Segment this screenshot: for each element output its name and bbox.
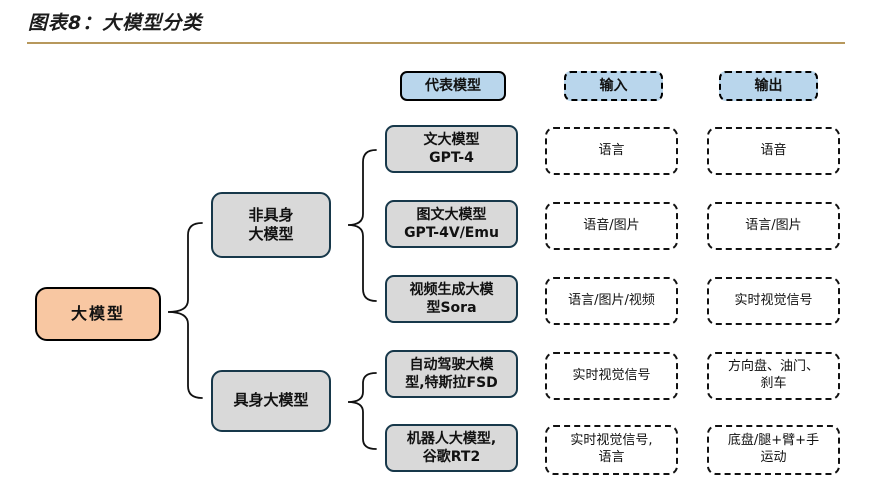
model-node-robot-rt2: 机器人大模型, 谷歌RT2 (385, 424, 518, 472)
output-box-row2: 语言/图片 (707, 202, 840, 250)
input-box-row1: 语言 (545, 127, 678, 175)
input-box-row4: 实时视觉信号 (545, 352, 678, 400)
model-node-image-text: 图文大模型 GPT-4V/Emu (385, 200, 518, 248)
input-box-row5: 实时视觉信号, 语言 (545, 425, 678, 475)
category-embodied: 具身大模型 (211, 370, 331, 432)
output-box-row1: 语音 (707, 127, 840, 175)
header-output: 输出 (719, 71, 818, 101)
output-box-row3: 实时视觉信号 (707, 277, 840, 325)
figure-title: 图表8：大模型分类 (28, 12, 203, 34)
output-box-row4: 方向盘、油门、 刹车 (707, 352, 840, 400)
root-node-large-model: 大模型 (35, 287, 161, 341)
brace-root-to-categories (167, 222, 203, 399)
header-input: 输入 (564, 71, 663, 101)
brace-non-embodied-to-models (347, 149, 377, 302)
header-representative-model: 代表模型 (400, 71, 506, 101)
model-node-video-sora: 视频生成大模 型Sora (385, 275, 518, 323)
category-non-embodied: 非具身 大模型 (211, 192, 331, 258)
input-box-row2: 语音/图片 (545, 202, 678, 250)
brace-embodied-to-models (347, 372, 377, 450)
model-node-autodrive-fsd: 自动驾驶大模 型,特斯拉FSD (385, 350, 518, 398)
model-node-text-gpt4: 文大模型 GPT-4 (385, 125, 518, 173)
input-box-row3: 语言/图片/视频 (545, 277, 678, 325)
title-divider (27, 42, 845, 44)
output-box-row5: 底盘/腿+臂+手 运动 (707, 425, 840, 475)
